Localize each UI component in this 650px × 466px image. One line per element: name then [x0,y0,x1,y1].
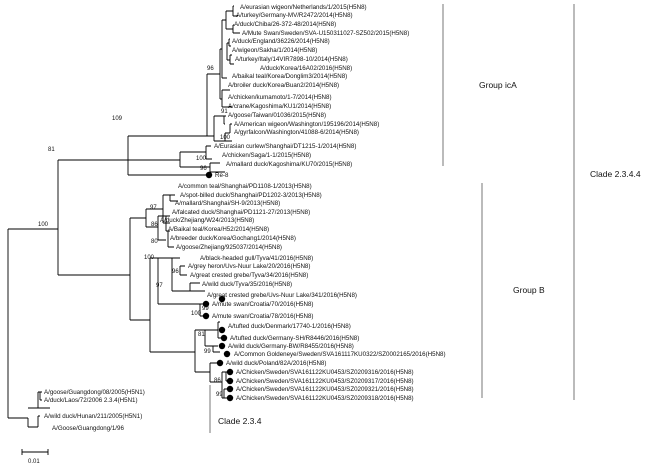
bootstrap-label: 86 [151,222,158,228]
tip-label: A/Mute Swan/Sweden/SVA-U150311027-SZ502/… [242,30,409,37]
tip-label: A/mute swan/Croatia/78/2016(H5N8) [212,313,313,320]
clade-234-label: Clade 2.3.4 [218,416,262,426]
tip-label: A/chicken/kumamoto/1-7/2014(H5N8) [228,94,332,101]
bootstrap-label: 81 [198,332,205,338]
tip-label: A/turkey/Germany-MV/R2472/2014(H5N8) [236,12,353,19]
bootstrap-label: 91 [221,109,228,115]
bootstrap-label: 100 [220,135,231,141]
marker-grebe [218,295,226,303]
bootstrap-label: 109 [112,116,123,122]
bootstrap-label: 97 [150,205,157,211]
tip-label: A/black-headed gull/Tyva/41/2016(H5N8) [200,255,313,262]
tip-label: A/mallard duck/Kagoshima/KU70/2015(H5N8) [226,161,352,168]
tip-label: A/duck/Korea/16A02/2016(H5N8) [260,65,352,72]
bootstrap-label: 96 [200,166,207,172]
tip-label: A/wigeon/Sakha/1/2014(H5N8) [232,47,317,54]
marker-sweden-316 [226,368,234,376]
tip-label: A/goose/Zhejiang/925037/2014(H5N8) [176,244,282,251]
tip-label: Re-8 [215,172,229,179]
marker-re-8 [205,171,213,179]
tip-label: A/grey heron/Uvs-Nuur Lake/20/2016(H5N8) [188,263,310,270]
bootstrap-label: 100 [196,156,207,162]
tree-branches [7,5,240,428]
bootstrap-label: 99 [216,392,223,398]
tip-label: A/eurasian wigeon/Netherlands/1/2015(H5N… [240,4,367,11]
marker-croatia-78 [202,312,210,320]
tip-label: A/Chicken/Sweden/SVA161122KU0453/SZ02093… [236,378,414,385]
marker-germany-sh [220,334,228,342]
scale-bar: 0.01 [21,449,49,465]
tip-label: A/gyrfalcon/Washington/41088-6/2014(H5N8… [234,129,359,136]
tip-label: A/great crested grebe/Uvs-Nuur Lake/341/… [207,292,357,299]
tip-label: A/duck/Zhejiang/W24/2013(H5N8) [160,217,254,224]
bootstrap-label: 100 [144,255,155,261]
marker-goldeneye [223,350,231,358]
marker-sweden-317 [226,377,234,385]
tip-label: A/crane/Kagoshima/KU1/2014(H5N8) [228,103,331,110]
tip-label: A/wild duck/Poland/82A/2016(H5N8) [226,360,326,367]
clade-2344-label: Clade 2.3.4.4 [590,169,641,179]
tip-label: A/Common Goldeneye/Sweden/SVA161117KU032… [234,351,446,358]
tip-label: A/tufted duck/Denmark/17740-1/2016(H5N8) [228,323,351,330]
bootstrap-label: 99 [204,349,211,355]
marker-sweden-318 [226,394,234,402]
tip-label: A/goose/Taiwan/01036/2015(H5N8) [228,112,326,119]
tip-label: A/chicken/Saga/1-1/2015(H5N8) [222,152,311,159]
tip-label: A/breeder duck/Korea/Gochang1/2014(H5N8) [170,235,296,242]
tip-label: A/Eurasian curlew/Shanghai/DT1215-1/2014… [214,143,356,150]
tip-label: A/baikal teal/Korea/Donglim3/2014(H5N8) [232,73,347,80]
tip-label: A/duck/Laos/72/2006 2.3.4(H5N1) [44,397,138,404]
tip-label: A/wild duck/Hunan/211/2005(H5N1) [44,413,142,420]
tip-label: A/Baikal teal/Korea/H52/2014(H5N8) [168,226,269,233]
tip-label: A/common teal/Shanghai/PD1108-1/2013(H5N… [178,183,312,190]
marker-croatia-70 [202,300,210,308]
marker-denmark [218,326,226,334]
tip-label: A/mute swan/Croatia/70/2016(H5N8) [212,301,313,308]
bootstrap-label: 86 [214,378,221,384]
marker-germany-bw [218,342,226,350]
group-annotations: Group icA Group B Clade 2.3.4.4 Clade 2.… [209,4,641,433]
tip-label: A/turkey/Italy/14VIR7898-10/2014(H5N8) [235,56,348,63]
group-b-label: Group B [513,285,545,295]
tip-label: A/duck/England/36226/2014(H5N8) [232,38,330,45]
tip-label: A/tufted duck/Germany-SH/R8446/2016(H5N8… [230,335,359,342]
bootstrap-label: 81 [48,147,55,153]
bootstrap-label: 100 [38,222,49,228]
tip-label: A/Chicken/Sweden/SVA161122KU0453/SZ02093… [236,395,414,402]
tip-label: A/Goose/Guangdong/1/96 [52,425,124,432]
bootstrap-label: 96 [172,269,179,275]
bootstrap-label: 99 [202,306,209,312]
bootstrap-label: 80 [151,239,158,245]
sample-markers [202,171,234,402]
tip-label: A/mallard/Shanghai/SH-9/2013(H5N8) [175,200,280,207]
tip-label: A/duck/Chiba/26-372-48/2014(H5N8) [234,21,336,28]
bootstrap-label: 96 [207,66,214,72]
tip-label: A/great crested grebe/Tyva/34/2016(H5N8) [190,272,308,279]
marker-sweden-321 [226,385,234,393]
tip-label: A/broiler duck/Korea/Buan2/2014(H5N8) [228,82,339,89]
tip-labels: A/eurasian wigeon/Netherlands/1/2015(H5N… [44,4,446,432]
tip-label: A/wild duck/Tyva/35/2016(H5N8) [202,281,292,288]
group-ica-label: Group icA [479,80,517,90]
bootstrap-label: 97 [156,283,163,289]
bootstrap-label: 100 [191,311,202,317]
tip-label: A/Chicken/Sweden/SVA161122KU0453/SZ02093… [236,386,414,393]
tip-label: A/Chicken/Sweden/SVA161122KU0453/SZ02093… [236,369,414,376]
tip-label: A/American wigeon/Washington/195196/2014… [234,121,379,128]
tip-label: A/goose/Guangdong/08/2005(H5N1) [44,389,145,396]
marker-poland [216,359,224,367]
scale-bar-label: 0.01 [28,459,40,465]
bootstrap-values: 100 81 109 96 91 100 100 96 97 86 80 100… [38,66,231,398]
tip-label: A/wild duck/Germany-BW/R8455/2016(H5N8) [228,343,354,350]
tip-label: A/spot-billed duck/Shanghai/PD1202-3/201… [180,192,322,199]
tip-label: A/falcated duck/Shanghai/PD1121-27/2013(… [172,209,310,216]
